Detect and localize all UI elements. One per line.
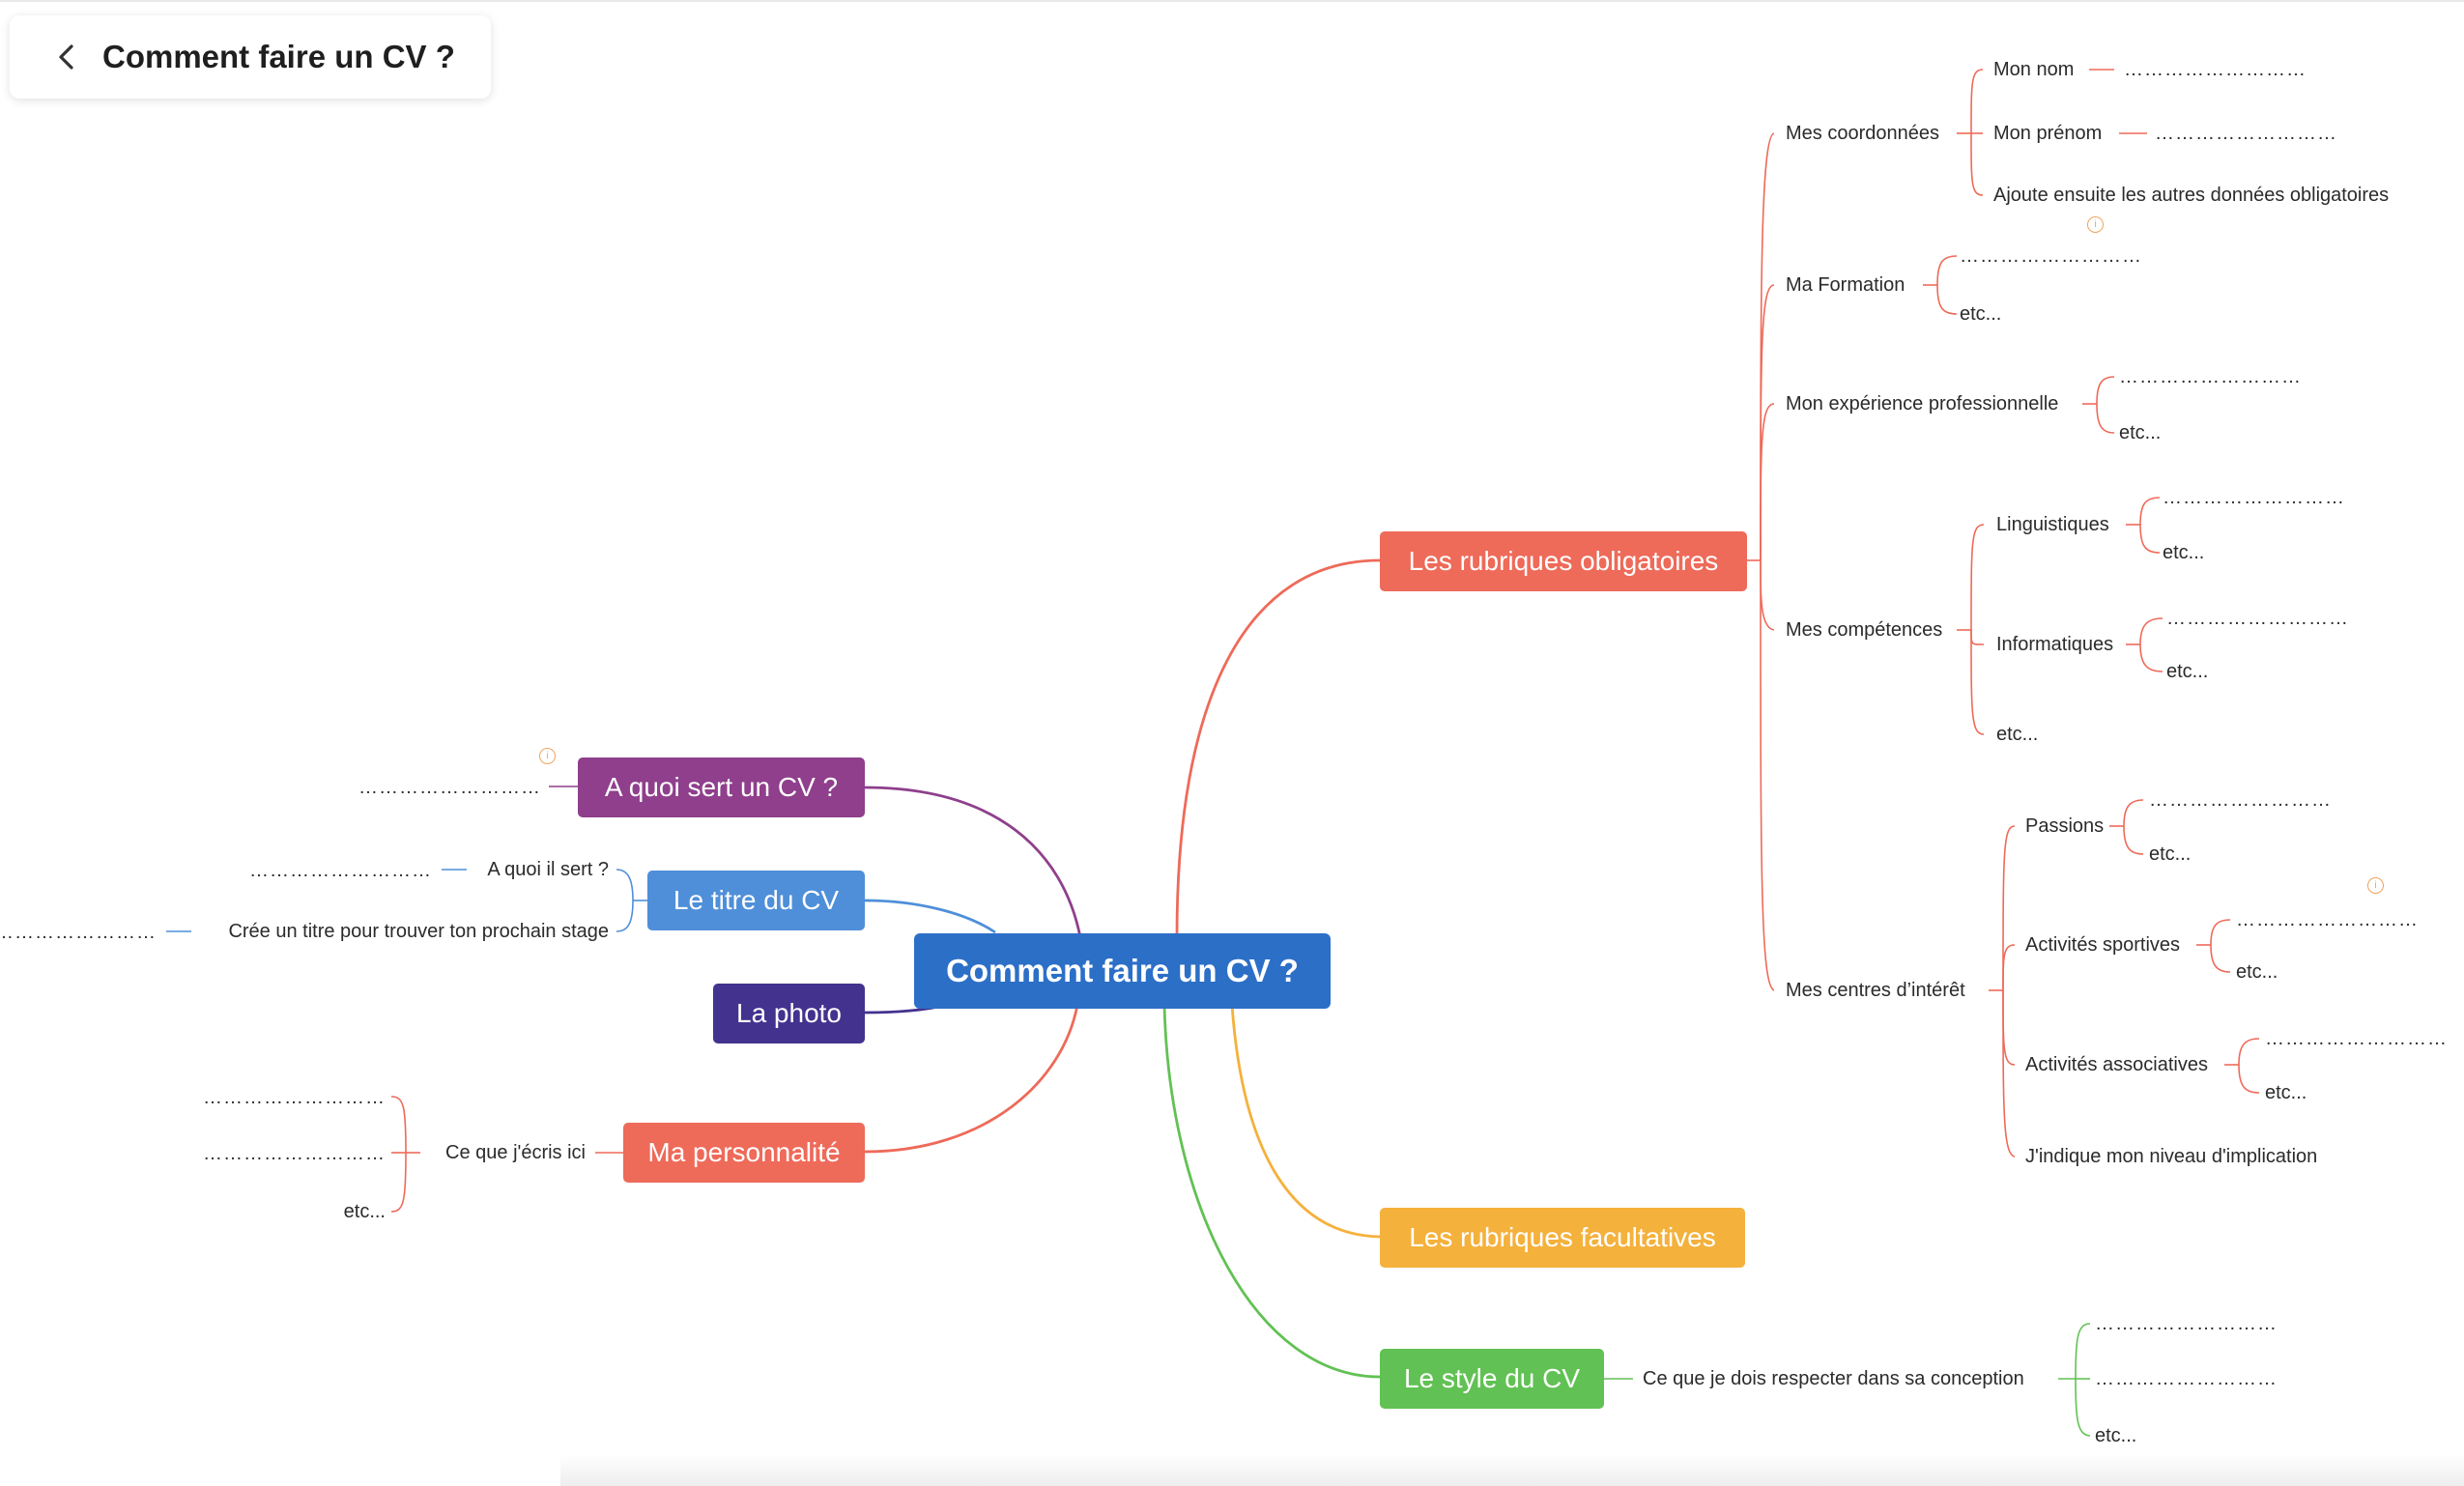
- branch-la-photo[interactable]: La photo: [713, 984, 865, 1043]
- topic-mes-coordonnees[interactable]: Mes coordonnées: [1786, 123, 1939, 144]
- placeholder-titre-2[interactable]: ………………………: [0, 922, 157, 943]
- back-button[interactable]: [48, 39, 85, 75]
- placeholder-quoi[interactable]: ………………………: [358, 777, 541, 798]
- topic-ce-que-jecris[interactable]: Ce que j'écris ici: [445, 1142, 586, 1163]
- titre-links: [166, 869, 647, 932]
- topic-activites-sportives[interactable]: Activités sportives: [2025, 934, 2181, 956]
- branch-rubriques-facultatives[interactable]: Les rubriques facultatives: [1380, 1208, 1745, 1268]
- branch-rubriques-obligatoires[interactable]: Les rubriques obligatoires: [1380, 531, 1747, 591]
- note-icon[interactable]: i: [2367, 877, 2384, 894]
- placeholder-informatiques[interactable]: ………………………: [2166, 608, 2349, 629]
- topic-centres-interet[interactable]: Mes centres d’intérêt: [1786, 980, 1965, 1001]
- placeholder-style-1[interactable]: ………………………: [2095, 1313, 2278, 1334]
- branch-titre-du-cv[interactable]: Le titre du CV: [647, 871, 865, 930]
- placeholder-titre-1[interactable]: ………………………: [249, 860, 432, 881]
- branch-style-du-cv[interactable]: Le style du CV: [1380, 1349, 1604, 1409]
- topic-experience-pro[interactable]: Mon expérience professionnelle: [1786, 393, 2059, 414]
- placeholder-style-2[interactable]: ………………………: [2095, 1368, 2278, 1389]
- etc-sportives[interactable]: etc...: [2236, 961, 2278, 983]
- topic-linguistiques[interactable]: Linguistiques: [1996, 514, 2109, 535]
- topic-respecter-conception[interactable]: Ce que je dois respecter dans sa concept…: [1643, 1368, 2024, 1389]
- topic-niveau-implication[interactable]: J'indique mon niveau d'implication: [2025, 1146, 2318, 1167]
- title-bar: Comment faire un CV ?: [10, 15, 491, 99]
- topic-mon-nom[interactable]: Mon nom: [1993, 59, 2075, 80]
- etc-linguistiques[interactable]: etc...: [2163, 542, 2205, 563]
- placeholder-nom[interactable]: ………………………: [2124, 59, 2306, 80]
- topic-ma-formation[interactable]: Ma Formation: [1786, 274, 1905, 296]
- branch-a-quoi-sert[interactable]: A quoi sert un CV ?: [578, 757, 865, 817]
- topic-activites-associatives[interactable]: Activités associatives: [2025, 1054, 2208, 1075]
- etc-informatiques[interactable]: etc...: [2166, 661, 2209, 682]
- placeholder-perso-2[interactable]: ………………………: [203, 1143, 386, 1164]
- obligatoires-links: [1747, 69, 2260, 1157]
- topic-cree-titre[interactable]: Crée un titre pour trouver ton prochain …: [228, 921, 609, 942]
- etc-experience[interactable]: etc...: [2119, 422, 2162, 443]
- placeholder-formation[interactable]: ………………………: [1960, 245, 2142, 267]
- bottom-shadow: [560, 1454, 2464, 1486]
- note-icon[interactable]: i: [539, 748, 556, 764]
- topic-ajoute-donnees[interactable]: Ajoute ensuite les autres données obliga…: [1993, 185, 2390, 206]
- placeholder-perso-1[interactable]: ………………………: [203, 1087, 386, 1108]
- etc-competences[interactable]: etc...: [1996, 724, 2039, 745]
- personnalite-links: [390, 1096, 623, 1213]
- etc-formation[interactable]: etc...: [1960, 303, 2002, 325]
- etc-style[interactable]: etc...: [2095, 1425, 2137, 1446]
- etc-passions[interactable]: etc...: [2149, 843, 2192, 865]
- topic-mon-prenom[interactable]: Mon prénom: [1993, 123, 2103, 144]
- style-links: [1604, 1323, 2091, 1437]
- placeholder-sportives[interactable]: ………………………: [2236, 909, 2419, 930]
- top-border: [0, 0, 2464, 2]
- etc-associatives[interactable]: etc...: [2265, 1082, 2307, 1103]
- placeholder-prenom[interactable]: ………………………: [2155, 123, 2337, 144]
- branch-ma-personnalite[interactable]: Ma personnalité: [623, 1123, 865, 1183]
- placeholder-passions[interactable]: ………………………: [2149, 789, 2332, 811]
- page-title: Comment faire un CV ?: [102, 39, 455, 74]
- placeholder-experience[interactable]: ………………………: [2119, 366, 2302, 387]
- root-node[interactable]: Comment faire un CV ?: [914, 933, 1331, 1009]
- placeholder-linguistiques[interactable]: ………………………: [2163, 487, 2345, 508]
- topic-passions[interactable]: Passions: [2025, 815, 2105, 837]
- chevron-left-icon: [59, 44, 73, 70]
- note-icon[interactable]: i: [2087, 216, 2104, 233]
- topic-mes-competences[interactable]: Mes compétences: [1786, 619, 1943, 641]
- topic-a-quoi-il-sert[interactable]: A quoi il sert ?: [487, 859, 609, 880]
- topic-informatiques[interactable]: Informatiques: [1996, 634, 2114, 655]
- placeholder-associatives[interactable]: ………………………: [2265, 1028, 2448, 1049]
- etc-personnalite[interactable]: etc...: [343, 1201, 386, 1222]
